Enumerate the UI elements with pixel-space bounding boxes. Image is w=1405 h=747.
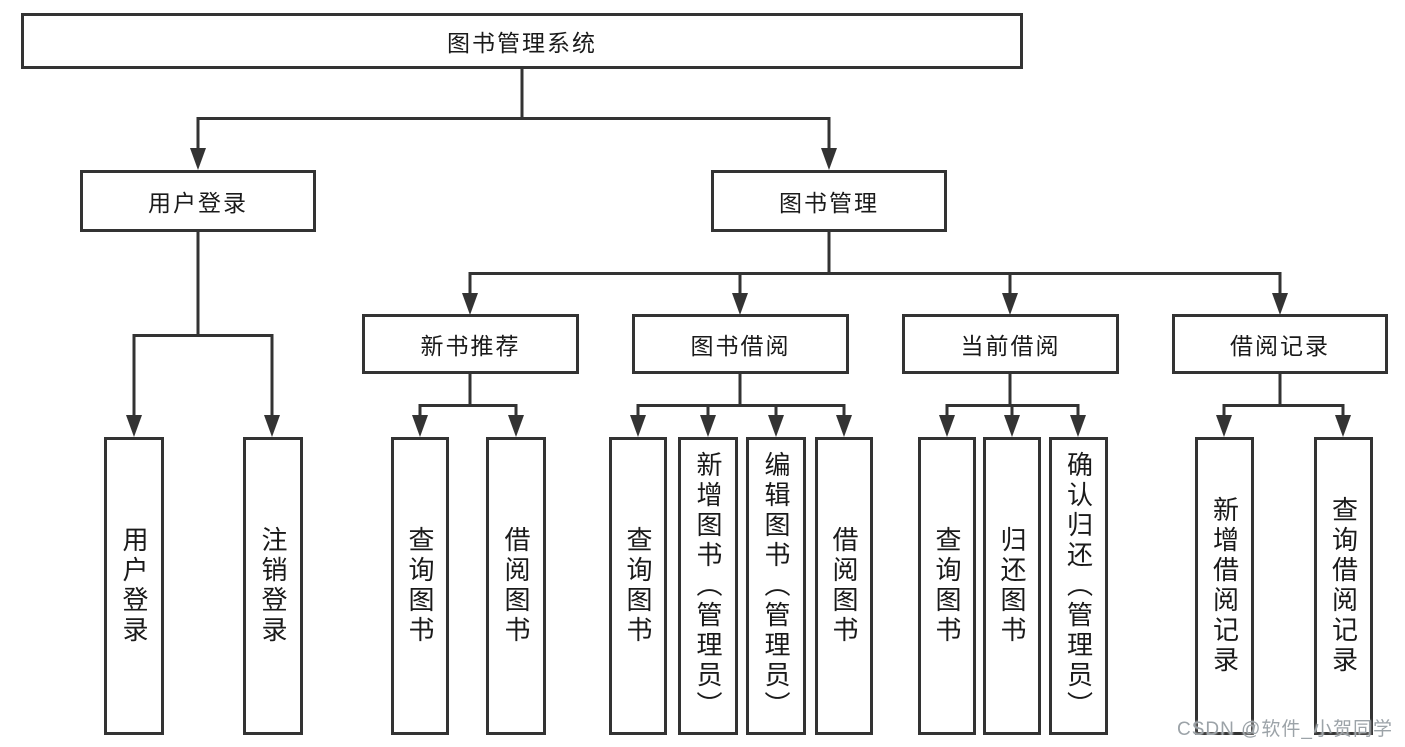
leaf-label: 查询图书 — [932, 526, 962, 646]
leaf-label: 查询图书 — [405, 526, 435, 646]
leaf-borrow-query: 查询图书 — [609, 437, 667, 735]
leaf-logout: 注销登录 — [243, 437, 303, 735]
leaf-current-confirm-admin: 确认归还（管理员） — [1049, 437, 1108, 735]
leaf-label: 借阅图书 — [829, 526, 859, 646]
leaf-newbook-borrow: 借阅图书 — [486, 437, 546, 735]
node-label: 图书管理系统 — [447, 30, 597, 56]
node-borrow-records: 借阅记录 — [1172, 314, 1388, 374]
leaf-user-login: 用户登录 — [104, 437, 164, 735]
leaf-current-query: 查询图书 — [918, 437, 976, 735]
node-book-management-module: 图书管理 — [711, 170, 947, 232]
leaf-label: 查询借阅记录 — [1328, 496, 1359, 676]
leaf-record-add: 新增借阅记录 — [1195, 437, 1254, 735]
node-label: 图书管理 — [779, 190, 879, 216]
leaf-label: 用户登录 — [119, 526, 149, 646]
node-book-borrow: 图书借阅 — [632, 314, 849, 374]
node-current-borrow: 当前借阅 — [902, 314, 1119, 374]
leaf-label: 归还图书 — [997, 526, 1027, 646]
leaf-newbook-query: 查询图书 — [391, 437, 449, 735]
leaf-borrow-edit-admin: 编辑图书（管理员） — [746, 437, 806, 735]
leaf-record-query: 查询借阅记录 — [1314, 437, 1373, 735]
node-root-system: 图书管理系统 — [21, 13, 1023, 69]
leaf-label: 查询图书 — [623, 526, 653, 646]
leaf-label: 新增图书（管理员） — [693, 451, 723, 721]
csdn-watermark: CSDN @软件_小贺同学 — [1177, 719, 1393, 740]
node-label: 用户登录 — [148, 190, 248, 216]
leaf-borrow-add-admin: 新增图书（管理员） — [678, 437, 738, 735]
node-new-book-recommend: 新书推荐 — [362, 314, 579, 374]
node-label: 当前借阅 — [960, 333, 1061, 359]
leaf-label: 确认归还（管理员） — [1063, 451, 1094, 721]
node-user-login-module: 用户登录 — [80, 170, 316, 232]
leaf-label: 编辑图书（管理员） — [761, 451, 791, 721]
node-label: 借阅记录 — [1230, 333, 1330, 359]
leaf-borrow-book: 借阅图书 — [815, 437, 873, 735]
leaf-label: 新增借阅记录 — [1209, 496, 1240, 676]
leaf-label: 注销登录 — [258, 526, 288, 646]
leaf-current-return: 归还图书 — [983, 437, 1041, 735]
leaf-label: 借阅图书 — [501, 526, 531, 646]
node-label: 新书推荐 — [420, 333, 521, 359]
node-label: 图书借阅 — [690, 333, 791, 359]
